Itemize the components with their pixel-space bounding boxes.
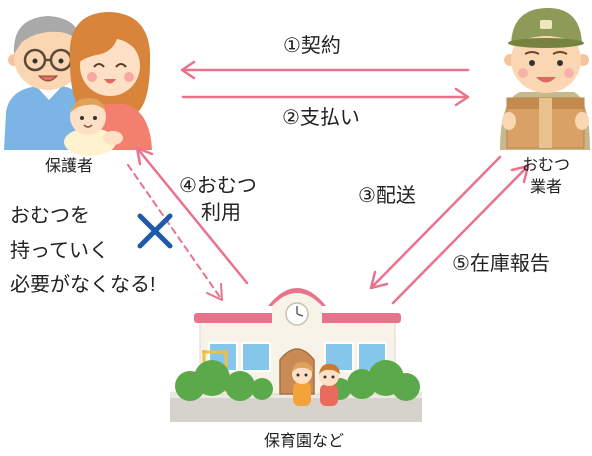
nursery-window bbox=[324, 342, 354, 372]
nursery-window bbox=[241, 342, 271, 372]
bushes-left bbox=[175, 360, 273, 401]
nursery-building-illustration bbox=[170, 288, 422, 422]
nursery-tower-top bbox=[272, 293, 322, 306]
note-line-3: 必要がなくなる! bbox=[10, 274, 156, 296]
vendor-hand-right bbox=[575, 112, 589, 130]
mother-blush-left bbox=[87, 72, 97, 82]
cross-mark-icon bbox=[137, 213, 173, 249]
vendor-mouth bbox=[536, 77, 556, 83]
vendor-label-line2: 業者 bbox=[530, 179, 563, 196]
father-face bbox=[14, 26, 82, 90]
baby-mouth bbox=[83, 124, 93, 128]
mother-bangs bbox=[79, 25, 142, 62]
usage-arrow bbox=[135, 146, 249, 285]
note-line-2: 持っていく bbox=[10, 240, 109, 262]
vendor-eye-right bbox=[557, 60, 563, 66]
mother-blush-right bbox=[124, 72, 134, 82]
baby-eye-left bbox=[80, 116, 84, 120]
delivery-label: ③配送 bbox=[358, 185, 416, 207]
contract-label: ①契約 bbox=[283, 35, 341, 57]
stock-report-label: ⑤在庫報告 bbox=[452, 253, 550, 275]
nursery-tower-arch bbox=[268, 288, 326, 306]
mother-eye-left bbox=[93, 63, 105, 68]
mother-figure bbox=[69, 12, 152, 150]
stock-report-arrow bbox=[391, 164, 530, 305]
father-eye-left bbox=[32, 58, 38, 64]
no-carry-dashed-arrow bbox=[127, 164, 223, 301]
family-illustration bbox=[4, 12, 152, 156]
contract-arrow bbox=[180, 60, 470, 80]
note-line-1: おむつを bbox=[10, 205, 90, 227]
payment-arrow bbox=[181, 87, 470, 107]
parents-label: 保護者 bbox=[45, 158, 94, 175]
cap-emblem bbox=[540, 20, 552, 29]
vendor-blush-left bbox=[518, 68, 528, 78]
nursery-label: 保育園など bbox=[264, 433, 345, 450]
child-figure bbox=[319, 363, 340, 406]
vendor-brow-right bbox=[552, 51, 568, 55]
father-shirt bbox=[4, 86, 88, 150]
mother-mouth bbox=[104, 79, 116, 84]
baby-body bbox=[64, 128, 116, 156]
mother-eye-right bbox=[115, 63, 127, 68]
father-figure bbox=[4, 16, 88, 150]
father-mouth bbox=[37, 75, 59, 82]
nursery-window bbox=[357, 342, 387, 372]
clock-icon bbox=[285, 302, 309, 326]
payment-label: ②支払い bbox=[282, 107, 360, 129]
usage-label-line2: 利用 bbox=[201, 202, 241, 224]
child-figure bbox=[292, 361, 313, 406]
vendor-blush-right bbox=[564, 68, 574, 78]
father-eye-right bbox=[58, 58, 64, 64]
baby-hair bbox=[71, 97, 105, 112]
baby-face bbox=[70, 99, 106, 135]
vendor-brow-left bbox=[524, 51, 540, 55]
baby-figure bbox=[64, 97, 123, 156]
mother-hand bbox=[103, 131, 123, 145]
usage-label-line1: ④おむつ bbox=[179, 175, 257, 197]
cap-brim bbox=[508, 38, 584, 48]
cardboard-box-icon bbox=[506, 97, 585, 149]
vendor-label-line1: おむつ bbox=[522, 157, 571, 174]
delivery-arrow bbox=[369, 155, 502, 290]
father-hair bbox=[13, 16, 83, 54]
vendor-hand-left bbox=[502, 112, 516, 130]
delivery-person-illustration bbox=[500, 8, 590, 150]
vendor-eye-left bbox=[529, 60, 535, 66]
baby-eye-right bbox=[93, 116, 97, 120]
